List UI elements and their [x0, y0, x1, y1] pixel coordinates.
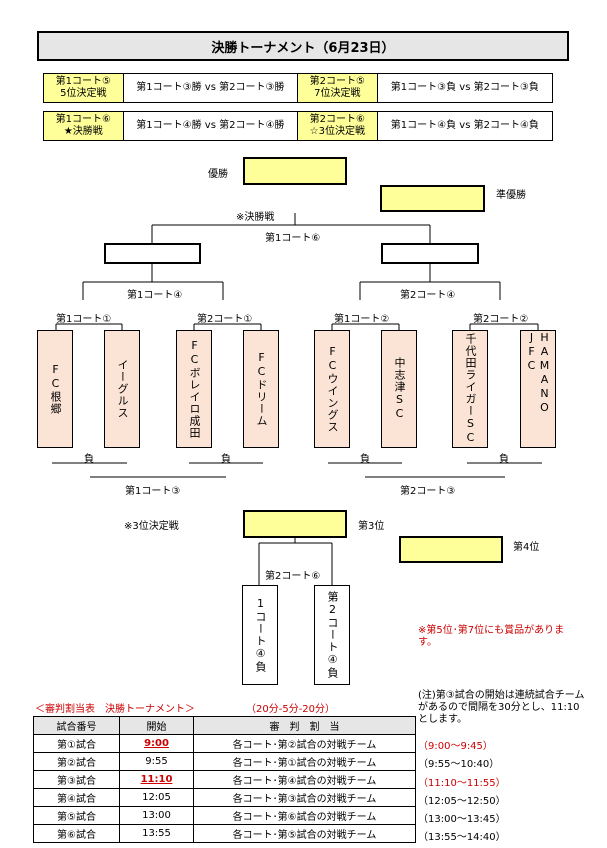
loss-label: 負: [84, 454, 94, 465]
prize-note: ※第5位･第7位にも賞品があります。: [418, 625, 565, 648]
match-no: 第⑤試合: [33, 806, 120, 825]
match-assign: 各コート･第②試合の対戦チーム: [193, 734, 416, 753]
time-range: （13:00～13:45）: [418, 814, 506, 826]
semi-left-label: 第1コート④: [127, 290, 183, 301]
match-start: 9:55: [119, 752, 194, 771]
match-assign: 各コート･第③試合の対戦チーム: [193, 788, 416, 807]
table-row: 第②試合 9:55 各コート･第①試合の対戦チーム: [33, 752, 416, 771]
third-place-court: 第2コート⑥: [265, 571, 321, 582]
time-range: （11:10～11:55）: [418, 777, 506, 789]
col-header-no: 試合番号: [33, 716, 120, 735]
team-box: FCウイングス: [314, 330, 350, 448]
team-box: HAMANO JFC: [520, 330, 556, 448]
team-box: 千代田ライガーSC: [452, 330, 488, 448]
match-pairing: 第1コート④勝 vs 第2コート④勝: [124, 112, 298, 140]
loss-label: 負: [360, 454, 370, 465]
winner-box: [243, 157, 347, 185]
time-ranges: （9:00～9:45） （9:55～10:40） （11:10～11:55） （…: [418, 738, 506, 848]
qf-label-2: 第2コート①: [197, 314, 253, 325]
referee-title: ＜審判割当表 決勝トーナメント＞: [35, 704, 195, 715]
match-no: 第②試合: [33, 752, 120, 771]
third-place-left: 1コート④負: [242, 585, 278, 685]
match-table-row-2: 第1コート⑥★決勝戦 第1コート④勝 vs 第2コート④勝 第2コート⑥☆3位決…: [43, 111, 553, 141]
match-no: 第④試合: [33, 788, 120, 807]
court3-left-label: 第1コート③: [125, 486, 181, 497]
match-no: 第③試合: [33, 770, 120, 789]
referee-note: (注)第③試合の開始は連続試合チームがあるので間隔を30分とし、11:10としま…: [418, 690, 585, 725]
fourth-place-label: 第4位: [513, 542, 540, 553]
table-row: 第③試合 11:10 各コート･第④試合の対戦チーム: [33, 770, 416, 789]
match-assign: 各コート･第①試合の対戦チーム: [193, 752, 416, 771]
semi-right-label: 第2コート④: [400, 290, 456, 301]
loss-label: 負: [221, 454, 231, 465]
runner-up-box: [380, 185, 485, 212]
third-place-note: ※3位決定戦: [124, 521, 179, 532]
time-range: （9:00～9:45）: [418, 741, 493, 752]
final-note: ※決勝戦: [236, 212, 275, 223]
third-place-right: 第2コート④負: [314, 585, 350, 685]
court3-right-label: 第2コート③: [400, 486, 456, 497]
match-court-label: 第1コート⑥★決勝戦: [44, 112, 124, 140]
match-assign: 各コート･第⑥試合の対戦チーム: [193, 806, 416, 825]
team-box: 中志津SC: [381, 330, 417, 448]
col-header-start: 開始: [119, 716, 194, 735]
match-court-label: 第2コート⑥☆3位決定戦: [298, 112, 378, 140]
table-row: 第⑥試合 13:55 各コート･第⑤試合の対戦チーム: [33, 824, 416, 843]
winner-label: 優勝: [208, 169, 228, 180]
team-box: イーグルス: [104, 330, 140, 448]
qf-label-1: 第1コート①: [56, 314, 112, 325]
third-place-label: 第3位: [358, 521, 385, 532]
qf-label-3: 第1コート②: [334, 314, 390, 325]
fourth-place-box: [399, 536, 503, 563]
match-no: 第①試合: [33, 734, 120, 753]
team-box: FCボレイロ成田: [176, 330, 212, 448]
match-start: 13:00: [119, 806, 194, 825]
team-box: FC根郷: [37, 330, 73, 448]
runner-up-label: 準優勝: [496, 190, 526, 201]
time-range: （9:55～10:40）: [418, 759, 500, 771]
page-title: 決勝トーナメント（6月23日）: [37, 31, 569, 61]
table-row: 第①試合 9:00 各コート･第②試合の対戦チーム: [33, 734, 416, 753]
loss-label: 負: [499, 454, 509, 465]
col-header-assign: 審 判 割 当: [193, 716, 416, 735]
referee-table: 試合番号 開始 審 判 割 当 第①試合 9:00 各コート･第②試合の対戦チー…: [33, 716, 416, 843]
table-header-row: 試合番号 開始 審 判 割 当: [33, 716, 416, 735]
qf-label-4: 第2コート②: [473, 314, 529, 325]
match-assign: 各コート･第⑤試合の対戦チーム: [193, 824, 416, 843]
match-assign: 各コート･第④試合の対戦チーム: [193, 770, 416, 789]
semi-right-box: [381, 243, 479, 264]
match-start: 12:05: [119, 788, 194, 807]
time-range: （13:55～14:40）: [418, 832, 506, 844]
referee-timing: （20分-5分-20分）: [246, 704, 336, 715]
table-row: 第④試合 12:05 各コート･第③試合の対戦チーム: [33, 788, 416, 807]
semi-left-box: [104, 243, 201, 264]
match-start: 11:10: [119, 770, 194, 789]
match-pairing: 第1コート④負 vs 第2コート④負: [390, 120, 539, 131]
time-range: （12:05～12:50）: [418, 795, 506, 807]
third-place-box: [243, 510, 347, 538]
match-pairing: 第1コート③勝 vs 第2コート③勝: [124, 74, 298, 102]
match-start: 13:55: [119, 824, 194, 843]
match-pairing: 第1コート③負 vs 第2コート③負: [390, 82, 539, 93]
match-no: 第⑥試合: [33, 824, 120, 843]
table-row: 第⑤試合 13:00 各コート･第⑥試合の対戦チーム: [33, 806, 416, 825]
team-box: FCドリーム: [243, 330, 279, 448]
match-start: 9:00: [119, 734, 194, 753]
final-court-label: 第1コート⑥: [265, 233, 321, 244]
